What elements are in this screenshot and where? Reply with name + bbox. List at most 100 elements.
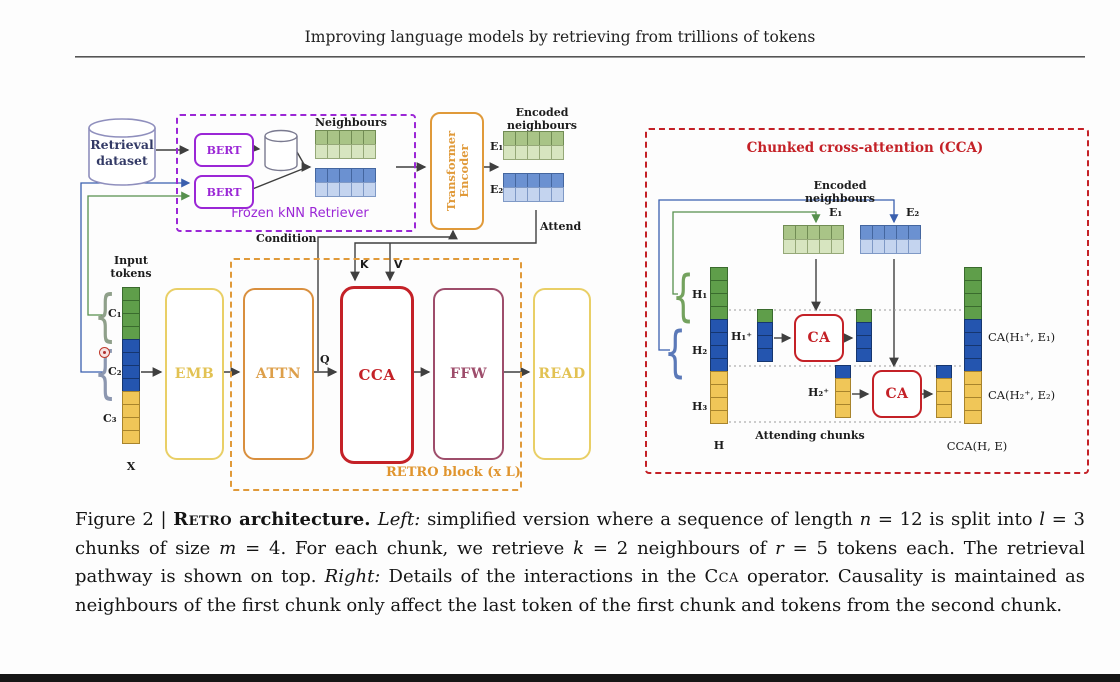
running-header: Improving language models by retrieving … <box>304 28 816 46</box>
c1-label: C₁ <box>108 307 122 320</box>
token-cell <box>936 378 952 392</box>
read-box: READ <box>533 288 591 460</box>
h2plus-label: H₂⁺ <box>808 386 830 399</box>
token-cell <box>831 239 844 254</box>
attending-chunks-label: Attending chunks <box>755 429 865 442</box>
caption-segment: Figure 2 | <box>75 509 174 530</box>
token-cell <box>122 365 140 379</box>
caption-segment: simplified version where a sequence of l… <box>427 509 860 530</box>
token-cell <box>710 358 728 372</box>
encoded-neighbours-label-right: Encoded neighbours <box>805 179 875 205</box>
h3-label: H₃ <box>692 400 708 413</box>
k-label: K <box>360 258 369 271</box>
token-cell <box>122 352 140 366</box>
letterbox-strip <box>0 674 1120 682</box>
cca-output-column <box>964 267 982 424</box>
caption-segment: = 4. For each chunk, we retrieve <box>236 537 574 559</box>
ca1-output-column <box>856 309 872 362</box>
caption-segment: n <box>859 509 872 530</box>
input-token-column <box>122 287 140 444</box>
token-cell <box>964 280 982 294</box>
header-rule <box>75 56 1085 58</box>
caption-segment: = 5 tokens each. The retrieval pathway i… <box>75 537 1086 588</box>
token-cell <box>710 280 728 294</box>
q-label: Q <box>320 353 330 366</box>
token-cell <box>122 430 140 444</box>
token-cell <box>710 267 728 281</box>
token-cell <box>710 397 728 411</box>
x-label: X <box>126 460 136 473</box>
e2-label-left: E₂ <box>490 183 504 196</box>
caption-segment: architecture. <box>231 509 378 530</box>
attn-box: ATTN <box>243 288 314 460</box>
token-cell <box>964 397 982 411</box>
token-cell <box>936 391 952 405</box>
retrieval-dataset-label-1: Retrieval <box>90 137 154 152</box>
ca-h2-e2-label: CA(H₂⁺, E₂) <box>988 388 1056 402</box>
condition-label: Condition <box>256 232 317 245</box>
token-cell <box>835 404 851 418</box>
token-cell <box>936 365 952 379</box>
v-label: V <box>394 258 403 271</box>
token-cell <box>122 287 140 301</box>
caption-segment: r <box>775 537 784 559</box>
token-cell <box>964 358 982 372</box>
token-cell <box>757 335 773 349</box>
retro-block-label: RETRO block (x L) <box>386 465 521 480</box>
e2-label-right: E₂ <box>906 206 920 219</box>
token-cell <box>710 384 728 398</box>
token-cell <box>363 168 376 183</box>
caption-segment: Details of the interactions in the <box>388 566 705 587</box>
cca-box: CCA <box>340 286 414 464</box>
encoded-e2-grid-right <box>860 225 921 254</box>
caption-segment: Cca <box>704 566 739 587</box>
token-cell <box>551 187 564 202</box>
token-cell <box>835 365 851 379</box>
token-cell <box>856 309 872 323</box>
token-cell <box>964 293 982 307</box>
ca-box-1: CA <box>794 314 844 362</box>
cca-h-e-label: CCA(H, E) <box>946 439 1008 453</box>
token-cell <box>122 313 140 327</box>
caption-segment: Right: <box>324 566 389 587</box>
h2plus-column <box>835 365 851 418</box>
h-label: H <box>713 439 725 452</box>
token-cell <box>964 345 982 359</box>
bert-box-2: BERT <box>194 175 254 209</box>
token-cell <box>122 391 140 405</box>
circled-dot-marker <box>99 347 110 358</box>
caption-segment: = 3 chunks of size <box>75 509 1085 559</box>
token-cell <box>964 319 982 333</box>
encoded-e1-grid-right <box>783 225 844 254</box>
token-cell <box>835 378 851 392</box>
neighbours-grid-blue <box>315 168 376 197</box>
encoded-neighbours-label-left: Encoded neighbours <box>507 106 577 132</box>
token-cell <box>757 309 773 323</box>
frozen-knn-retriever-label: Frozen kNN Retriever <box>231 206 369 221</box>
attend-label: Attend <box>540 220 582 233</box>
h2-label: H₂ <box>692 344 708 357</box>
caption-segment: = 12 is split into <box>871 509 1040 530</box>
token-cell <box>856 322 872 336</box>
token-cell <box>936 404 952 418</box>
token-cell <box>710 345 728 359</box>
caption-segment: operator. Causality is maintained as nei… <box>75 566 1085 616</box>
token-cell <box>757 348 773 362</box>
caption-segment: Retro <box>173 509 232 530</box>
token-cell <box>122 326 140 340</box>
token-cell <box>964 410 982 424</box>
e1-label-left: E₁ <box>490 140 504 153</box>
token-cell <box>908 239 921 254</box>
retrieval-dataset-cylinder: Retrieval dataset <box>89 137 155 168</box>
transformer-encoder-box: Transformer Encoder <box>430 112 484 230</box>
neighbours-label: Neighbours <box>315 116 387 129</box>
neighbours-grid-green <box>315 130 376 159</box>
input-tokens-label-1: Input <box>114 254 148 267</box>
token-cell <box>363 144 376 159</box>
token-cell <box>122 378 140 392</box>
figure-caption: Figure 2 | Retro architecture. Left: sim… <box>75 506 1085 620</box>
retrieval-dataset-label-2: dataset <box>96 152 148 168</box>
token-cell <box>363 182 376 197</box>
token-cell <box>908 225 921 240</box>
